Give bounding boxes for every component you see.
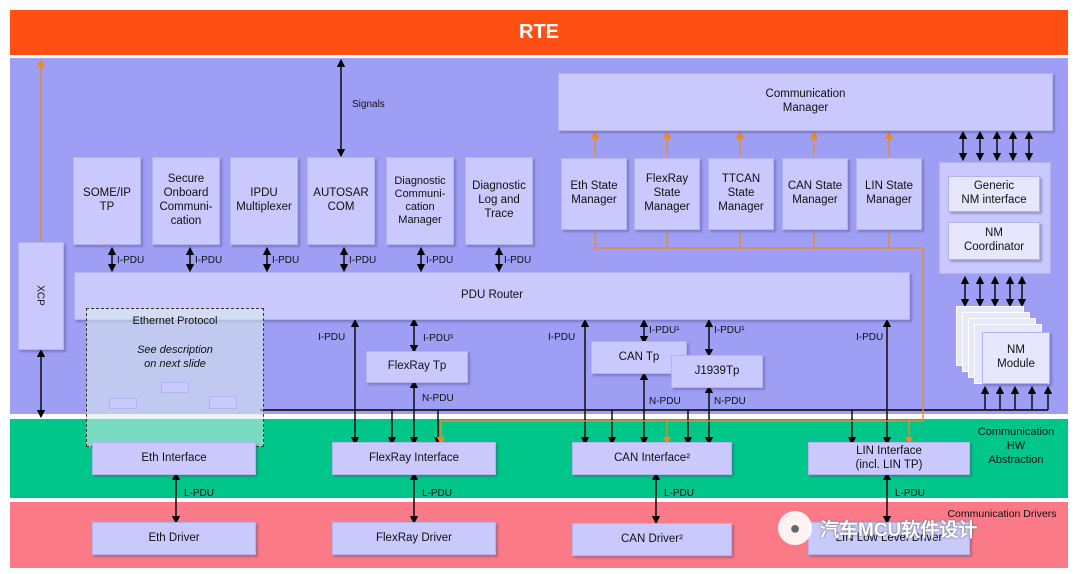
npdu-label: N-PDU <box>714 396 746 407</box>
eth-interface-label: Eth Interface <box>141 451 207 464</box>
eth-driver-box: Eth Driver <box>92 522 256 555</box>
can-interface-box: CAN Interface² <box>572 442 732 475</box>
ipdu1-label: I-PDU¹ <box>714 325 745 336</box>
eth-sm-label: Eth State Manager <box>570 180 618 206</box>
wechat-icon: ● <box>778 511 812 545</box>
lpdu-label: L-PDU <box>184 488 215 499</box>
flexray-driver-box: FlexRay Driver <box>332 522 496 555</box>
ipdu-label: I-PDU <box>318 332 346 343</box>
can-interface-label: CAN Interface² <box>613 451 691 464</box>
rte-title: RTE <box>519 21 559 43</box>
ethernet-protocol-title: Ethernet Protocol <box>132 315 218 327</box>
someip-tp-label: SOME/IP TP <box>83 187 131 213</box>
npdu-label: N-PDU <box>649 396 681 407</box>
ipdu-label: I-PDU <box>117 255 145 266</box>
rte-layer: RTE <box>10 10 1068 55</box>
ipdu-mux-box: IPDU Multiplexer <box>230 157 298 245</box>
comm-drivers-label: Communication Drivers <box>947 508 1057 520</box>
ipdu1-label: I-PDU¹ <box>649 325 680 336</box>
eth-driver-label: Eth Driver <box>148 531 200 544</box>
ipdu1-label: I-PDU¹ <box>423 333 454 344</box>
can-sm-box: CAN State Manager <box>782 158 848 230</box>
com-box: AUTOSAR COM <box>307 157 375 245</box>
flexray-driver-label: FlexRay Driver <box>375 531 453 544</box>
xcp-box <box>18 242 64 350</box>
generic-nm-box: Generic NM interface <box>948 176 1040 212</box>
com-label: AUTOSAR COM <box>313 187 369 213</box>
lpdu-label: L-PDU <box>422 488 453 499</box>
eth-interface-box: Eth Interface <box>92 442 256 475</box>
ipdu-label: I-PDU <box>272 255 300 266</box>
lin-sm-label: LIN State Manager <box>865 180 913 206</box>
can-driver-box: CAN Driver² <box>572 523 732 556</box>
watermark: ● 汽车MCU软件设计 <box>778 508 1068 548</box>
flexray-interface-label: FlexRay Interface <box>368 451 460 464</box>
lin-sm-box: LIN State Manager <box>856 158 922 230</box>
mini-box <box>109 398 137 409</box>
lin-driver-box: LIN Low Level Driver <box>808 522 970 555</box>
j1939tp-box: J1939Tp <box>671 355 763 388</box>
dcm-box: Diagnostic Communi- cation Manager <box>386 157 454 245</box>
can-sm-label: CAN State Manager <box>787 180 843 206</box>
nm-module-label: NM Module <box>997 344 1035 370</box>
flexray-interface-box: FlexRay Interface <box>332 442 496 475</box>
hw-abstraction-label: Communication HW Abstraction <box>977 426 1055 466</box>
dlt-label: Diagnostic Log and Trace <box>472 180 526 220</box>
lin-interface-label: LIN Interface (incl. LIN TP) <box>855 444 923 471</box>
mini-box <box>209 396 237 409</box>
flexray-tp-box: FlexRay Tp <box>366 351 468 383</box>
can-driver-label: CAN Driver² <box>621 532 683 545</box>
ipdu-label: I-PDU <box>504 255 532 266</box>
flexray-tp-label: FlexRay Tp <box>387 360 447 373</box>
ipdu-label: I-PDU <box>856 332 884 343</box>
ipdu-label: I-PDU <box>195 255 223 266</box>
fr-sm-box: FlexRay State Manager <box>634 158 700 230</box>
dcm-label: Diagnostic Communi- cation Manager <box>394 174 446 227</box>
generic-nm-label: Generic NM interface <box>961 180 1027 206</box>
nm-coordinator-label: NM Coordinator <box>963 227 1025 253</box>
ipdu-label: I-PDU <box>426 255 454 266</box>
xcp-label: XCP <box>34 285 46 306</box>
ethernet-protocol-region: Ethernet Protocol See description on nex… <box>86 308 264 447</box>
someip-tp-box: SOME/IP TP <box>73 157 141 245</box>
j1939tp-label: J1939Tp <box>694 364 740 377</box>
lpdu-label: L-PDU <box>664 488 695 499</box>
comm-manager-box: Communication Manager <box>558 73 1053 131</box>
nm-module-box: NM Module <box>982 332 1050 384</box>
eth-sm-box: Eth State Manager <box>561 158 627 230</box>
signals-label: Signals <box>352 99 385 110</box>
npdu-label: N-PDU <box>422 393 454 404</box>
lpdu-label: L-PDU <box>895 488 926 499</box>
secoc-box: Secure Onboard Communi- cation <box>152 157 220 245</box>
comm-manager-label: Communication Manager <box>765 88 846 114</box>
ipdu-mux-label: IPDU Multiplexer <box>236 187 292 213</box>
mini-box <box>161 382 189 393</box>
ttcan-sm-label: TTCAN State Manager <box>718 173 764 213</box>
lin-driver-label: LIN Low Level Driver <box>835 531 943 544</box>
ethernet-protocol-desc: See description on next slide <box>137 344 213 371</box>
ipdu-label: I-PDU <box>548 332 576 343</box>
nm-coordinator-box: NM Coordinator <box>948 222 1040 260</box>
fr-sm-label: FlexRay State Manager <box>644 173 690 213</box>
ttcan-sm-box: TTCAN State Manager <box>708 158 774 230</box>
pdu-router-label: PDU Router <box>461 289 523 302</box>
dlt-box: Diagnostic Log and Trace <box>465 157 533 245</box>
lin-interface-box: LIN Interface (incl. LIN TP) <box>808 442 970 475</box>
can-tp-label: CAN Tp <box>618 350 660 363</box>
ipdu-label: I-PDU <box>349 255 377 266</box>
watermark-text: 汽车MCU软件设计 <box>820 519 978 541</box>
secoc-label: Secure Onboard Communi- cation <box>159 173 213 227</box>
